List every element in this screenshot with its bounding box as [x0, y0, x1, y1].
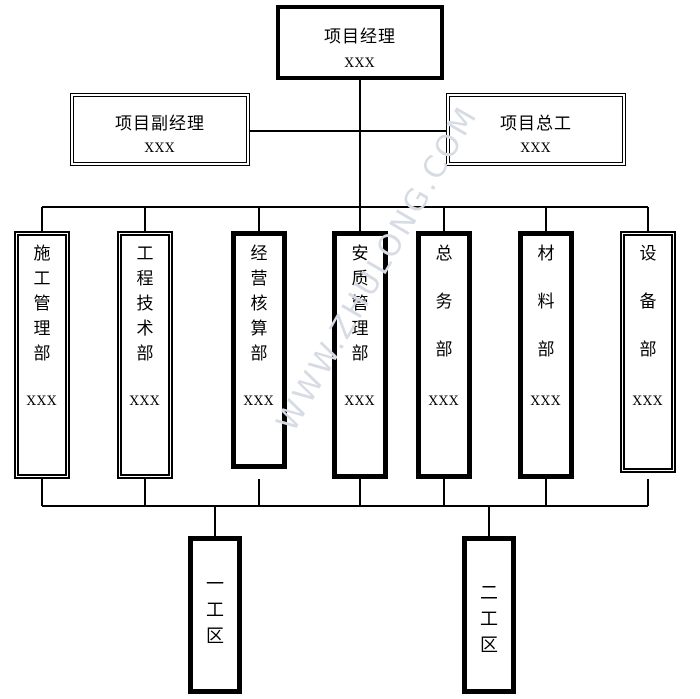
dept-label: 施 工 管 理 部 — [33, 244, 51, 364]
dept-safety-quality: 安 质 管 理 部 XXX — [332, 231, 388, 479]
project-manager-box: 项目经理 XXX — [276, 5, 444, 80]
dept-construction-management: 施 工 管 理 部 XXX — [14, 231, 70, 479]
dept-name: XXX — [428, 394, 460, 409]
dept-label: 安 质 管 理 部 — [351, 244, 369, 364]
work-zone-label: 一 工 区 — [206, 574, 224, 647]
dept-label: 工 程 技 术 部 — [136, 244, 154, 364]
chief-engineer-name: XXX — [520, 141, 552, 156]
dept-equipment: 设 备 部 XXX — [620, 231, 676, 473]
project-manager-title: 项目经理 — [324, 27, 396, 47]
deputy-manager-name: XXX — [144, 141, 176, 156]
dept-materials: 材 料 部 XXX — [518, 231, 574, 479]
dept-label: 总 务 部 — [435, 244, 453, 360]
dept-engineering-technology: 工 程 技 术 部 XXX — [117, 231, 173, 479]
chief-engineer-title: 项目总工 — [500, 114, 572, 134]
work-zone-label: 二 工 区 — [480, 583, 498, 656]
deputy-manager-title: 项目副经理 — [115, 114, 205, 134]
dept-name: XXX — [129, 394, 161, 409]
deputy-manager-box: 项目副经理 XXX — [70, 93, 250, 166]
dept-label: 材 料 部 — [537, 244, 555, 360]
chief-engineer-box: 项目总工 XXX — [446, 93, 626, 166]
dept-label: 设 备 部 — [639, 244, 657, 360]
dept-name: XXX — [632, 394, 664, 409]
dept-label: 经 营 核 算 部 — [250, 244, 268, 364]
dept-name: XXX — [26, 394, 58, 409]
work-zone-1: 一 工 区 — [188, 536, 242, 694]
dept-general-affairs: 总 务 部 XXX — [416, 231, 472, 479]
dept-business-accounting: 经 营 核 算 部 XXX — [231, 231, 287, 469]
dept-name: XXX — [344, 394, 376, 409]
dept-name: XXX — [243, 394, 275, 409]
dept-name: XXX — [530, 394, 562, 409]
project-manager-name: XXX — [344, 56, 376, 71]
work-zone-2: 二 工 区 — [462, 536, 516, 694]
